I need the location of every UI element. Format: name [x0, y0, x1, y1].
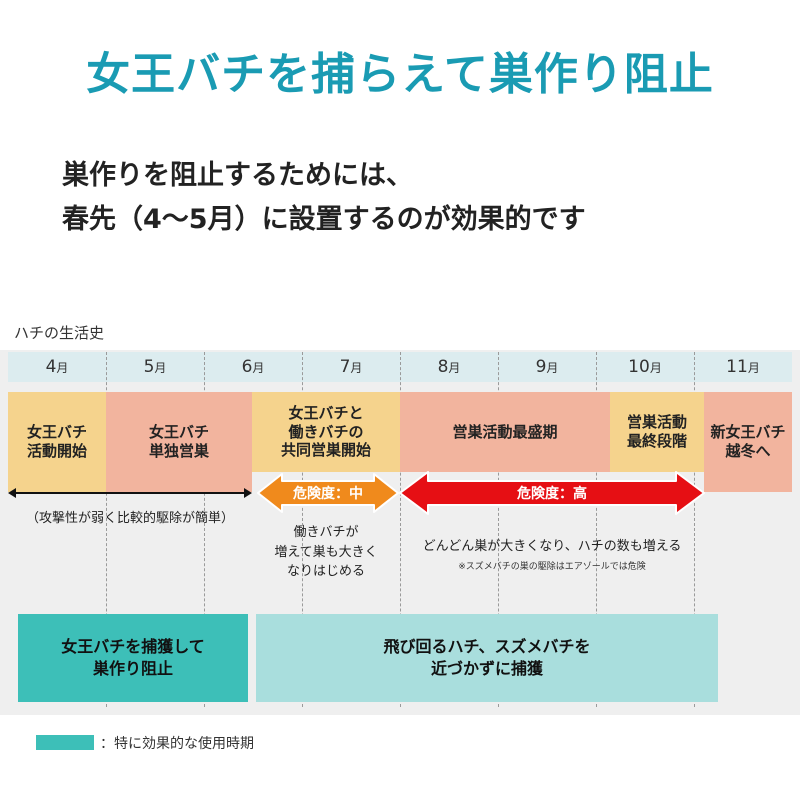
legend-swatch	[36, 735, 94, 750]
month-7: 7月	[339, 357, 363, 377]
early-note: （攻撃性が弱く比較的駆除が簡単）	[25, 511, 234, 526]
danger-mid-label: 危険度：中	[293, 486, 363, 502]
danger-high-label: 危険度：高	[517, 486, 587, 502]
month-divider	[302, 352, 303, 707]
usage-effective-bar: 女王バチを捕獲して 巣作り阻止	[18, 614, 248, 702]
page-title: 女王バチを捕らえて巣作り阻止	[86, 49, 714, 100]
month-6: 6月	[241, 357, 265, 377]
month-divider	[106, 352, 107, 707]
subtitle-line-2: 春先（4〜5月）に設置するのが効果的です	[62, 204, 586, 235]
legend-label: ：特に効果的な使用時期	[100, 736, 254, 752]
month-10: 10月	[628, 357, 662, 377]
month-divider	[498, 352, 499, 707]
stage-final: 営巣活動 最終段階	[610, 392, 704, 472]
month-divider	[204, 352, 205, 707]
stage-queen-solo: 女王バチ 単独営巣	[106, 392, 252, 492]
danger-high-arrow	[399, 471, 705, 515]
history-label: ハチの生活史	[14, 324, 105, 342]
stage-joint-nest: 女王バチと 働きバチの 共同営巣開始	[252, 392, 400, 472]
mid-note: 働きバチが 増えて巣も大きく なりはじめる	[274, 525, 378, 579]
stage-peak: 営巣活動最盛期	[400, 392, 610, 472]
month-divider	[400, 352, 401, 707]
month-divider	[596, 352, 597, 707]
high-note: どんどん巣が大きくなり、ハチの数も増える	[422, 539, 682, 554]
month-9: 9月	[535, 357, 559, 377]
danger-mid-arrow	[257, 473, 399, 513]
stage-new-queen: 新女王バチ 越冬へ	[704, 392, 792, 492]
high-note-small: ※スズメバチの巣の駆除はエアゾールでは危険	[458, 562, 646, 572]
subtitle-line-1: 巣作りを阻止するためには、	[62, 160, 413, 191]
month-divider	[694, 352, 695, 707]
month-5: 5月	[143, 357, 167, 377]
early-period-arrow	[8, 488, 252, 498]
month-4: 4月	[45, 357, 69, 377]
month-8: 8月	[437, 357, 461, 377]
stage-queen-activity: 女王バチ 活動開始	[8, 392, 106, 492]
usage-general-bar: 飛び回るハチ、スズメバチを 近づかずに捕獲	[256, 614, 718, 702]
month-11: 11月	[726, 357, 760, 377]
